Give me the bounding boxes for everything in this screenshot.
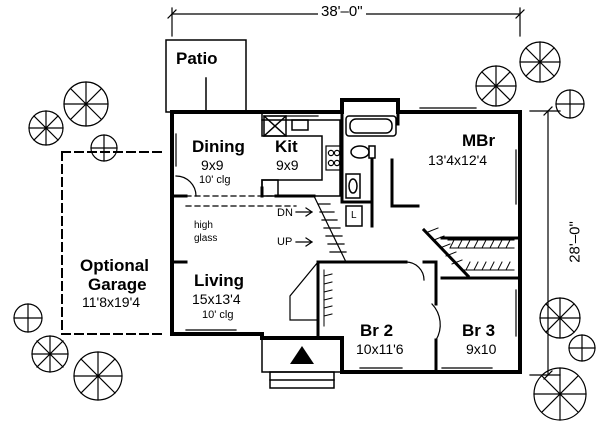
range-icon [325,145,343,171]
width-dimension-label: 38'–0" [318,4,366,19]
window-marks [175,107,517,369]
dining-label: Dining [192,137,245,156]
entry-porch [261,337,343,389]
garage-label-line1: Optional [80,256,149,275]
bedroom3-label: Br 3 [462,321,496,340]
depth-dimension-line [529,106,561,380]
entry-arrow-icon [290,346,314,364]
dashed-partitions [185,195,297,207]
linen-closet-label: L [351,210,357,221]
dining-ceiling-note: 10' clg [199,174,231,186]
stair-up-label: UP [277,236,293,248]
master-bedroom-label: MBr [462,131,496,150]
stair-down-label: DN [277,207,293,219]
bathtub-icon [345,115,397,137]
stair-icon [289,195,347,321]
tree-icon [475,41,585,119]
high-glass-note-line1: high [194,220,213,231]
linen-closet [345,205,363,227]
optional-garage-outline [61,151,167,335]
tree-icon [28,81,118,162]
living-label: Living [194,271,245,290]
door-swings [175,175,441,341]
closet-shelf-icon [323,227,515,327]
dining-size: 9x9 [201,157,224,173]
high-glass-note-line2: glass [194,233,218,244]
living-ceiling-note: 10' clg [202,309,234,321]
kitchen-counter [261,111,341,197]
sink-icon [345,173,361,199]
garage-label-line2: Garage [88,275,147,294]
kitchen-size: 9x9 [276,157,299,173]
toilet-icon [350,145,376,159]
tree-icon [13,303,123,401]
depth-dimension-label: 28'–0" [567,218,584,266]
living-size: 15x13'4 [192,291,241,307]
bedroom2-size: 10x11'6 [356,341,404,357]
bedroom2-label: Br 2 [360,321,394,340]
master-bedroom-size: 13'4x12'4 [428,152,488,168]
tree-icon [533,297,596,421]
garage-size: 11'8x19'4 [82,294,141,310]
bedroom3-size: 9x10 [466,341,497,357]
patio-label: Patio [176,49,218,68]
kitchen-label: Kit [275,137,298,156]
